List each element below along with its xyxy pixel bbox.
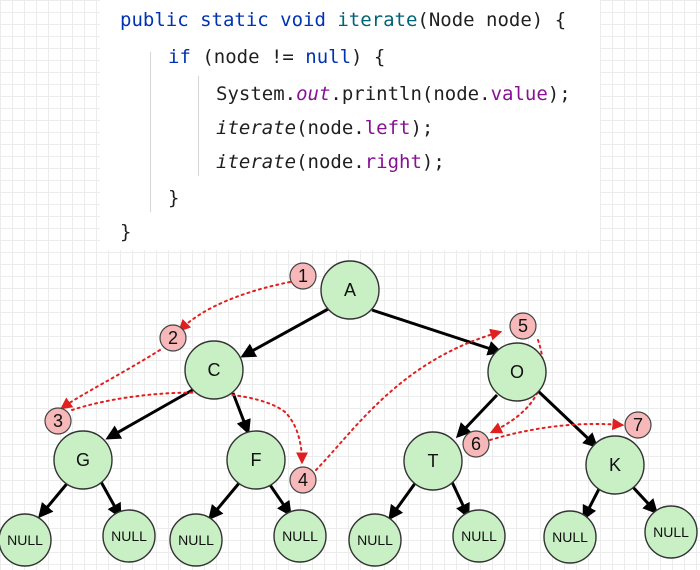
node-label: T: [428, 451, 439, 471]
node-label: K: [609, 455, 621, 475]
static-field-out: out: [296, 83, 331, 105]
edge-g-null-1: [38, 479, 72, 519]
tree-node-o: O: [487, 342, 547, 402]
step-marker-4: 4: [289, 466, 317, 494]
edge-a-o: [371, 308, 503, 356]
tree-node-f: F: [226, 430, 286, 490]
step-marker-1: 1: [289, 262, 317, 290]
code-text: );: [547, 83, 571, 105]
method-call-iterate: iterate: [216, 151, 297, 173]
null-node: NULL: [0, 513, 52, 567]
edge-c-g: [105, 386, 197, 440]
code-text: (Node node) {: [417, 9, 567, 31]
null-node: NULL: [273, 509, 327, 563]
path-6-to-7: [489, 418, 625, 441]
method-call-iterate: iterate: [216, 117, 297, 139]
step-marker-6: 6: [462, 430, 490, 458]
indent-guide-2: [198, 76, 199, 176]
null-label: NULL: [653, 524, 689, 540]
field-right: right: [364, 151, 422, 173]
edge-t-null-1: [388, 481, 418, 521]
edge-k-null-1: [582, 486, 602, 521]
null-node: NULL: [543, 510, 597, 564]
step-label: 7: [633, 415, 643, 435]
null-label: NULL: [178, 532, 214, 548]
tree-node-c: C: [184, 340, 244, 400]
node-label: C: [208, 360, 221, 380]
code-text: .println(node.: [330, 83, 491, 105]
edge-c-f: [231, 392, 251, 435]
null-node: NULL: [169, 513, 223, 567]
code-panel: public static void iterate(Node node) { …: [100, 0, 600, 250]
null-label: NULL: [111, 528, 147, 544]
step-label: 3: [53, 411, 63, 431]
method-name: iterate: [337, 9, 418, 31]
null-label: NULL: [552, 529, 588, 545]
step-marker-7: 7: [624, 411, 652, 439]
code-text: );: [421, 151, 445, 173]
node-label: O: [510, 362, 524, 382]
field-left: left: [364, 117, 411, 139]
tree-node-k: K: [585, 435, 645, 495]
code-text: ) {: [351, 46, 386, 68]
code-line-6: }: [168, 187, 180, 209]
path-1-to-2: [178, 281, 291, 332]
null-node: NULL: [348, 513, 402, 567]
step-marker-3: 3: [44, 407, 72, 435]
keyword-text: public static void: [120, 9, 338, 31]
edge-t-null-2: [450, 481, 470, 519]
step-marker-5: 5: [509, 312, 537, 340]
code-line-5: iterate(node.right);: [216, 145, 445, 179]
step-label: 6: [471, 434, 481, 454]
indent-guide-1: [150, 52, 151, 212]
code-text: );: [410, 117, 434, 139]
null-label: NULL: [357, 532, 393, 548]
code-line-1: public static void iterate(Node node) {: [120, 3, 566, 37]
edge-k-null-2: [628, 482, 659, 515]
null-label: NULL: [7, 532, 43, 548]
code-line-2: if (node != null) {: [168, 40, 385, 74]
path-2-to-3: [60, 349, 161, 410]
null-label: NULL: [461, 528, 497, 544]
edge-g-null-2: [98, 479, 122, 519]
step-label: 2: [168, 328, 178, 348]
step-label: 1: [298, 266, 308, 286]
code-text: System.: [216, 83, 297, 105]
edge-f-null-1: [208, 481, 242, 521]
keyword-text: if: [168, 46, 191, 68]
edge-o-t: [455, 393, 499, 439]
traversal-path: [60, 281, 625, 471]
code-text: (node.: [296, 151, 365, 173]
node-label: A: [344, 280, 356, 300]
tree-node-t: T: [403, 431, 463, 491]
tree-edges: [38, 306, 659, 521]
edge-f-null-2: [266, 481, 292, 517]
step-label: 4: [298, 470, 308, 490]
node-label: F: [251, 450, 262, 470]
node-label: G: [76, 450, 90, 470]
null-label: NULL: [282, 528, 318, 544]
step-label: 5: [518, 316, 528, 336]
null-node: NULL: [452, 509, 506, 563]
code-text: (node.: [296, 117, 365, 139]
code-text: (node !=: [190, 46, 306, 68]
code-line-4: iterate(node.left);: [216, 111, 433, 145]
code-line-3: System.out.println(node.value);: [216, 77, 571, 111]
null-node: NULL: [644, 505, 698, 559]
code-line-7: }: [120, 221, 132, 243]
step-marker-2: 2: [159, 324, 187, 352]
tree-node-a: A: [320, 260, 380, 320]
edge-a-c: [240, 306, 331, 358]
tree-node-g: G: [53, 430, 113, 490]
null-keyword: null: [305, 46, 352, 68]
null-node: NULL: [102, 509, 156, 563]
path-3-to-4: [71, 391, 308, 465]
edge-o-k: [536, 389, 599, 449]
field-value: value: [490, 83, 548, 105]
